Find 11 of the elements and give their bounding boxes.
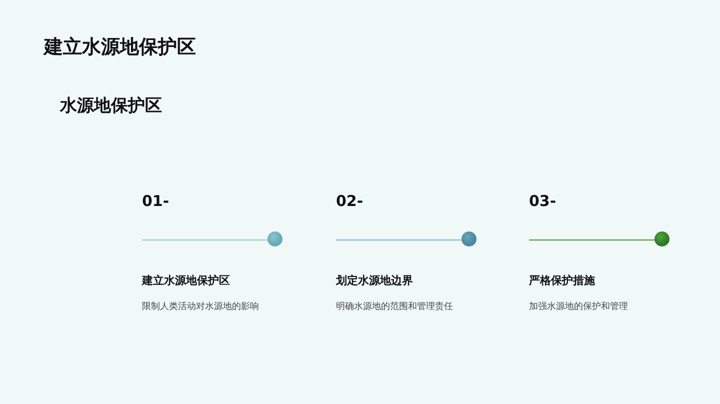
step-number: 02- [336, 192, 364, 210]
step-description: 加强水源地的保护和管理 [529, 300, 628, 313]
slide-title: 建立水源地保护区 [44, 35, 196, 60]
section-heading: 水源地保护区 [60, 95, 162, 117]
step-title: 严格保护措施 [529, 273, 595, 288]
step-number: 03- [529, 192, 556, 210]
step-number: 01- [142, 192, 170, 210]
step-description: 明确水源地的范围和管理责任 [336, 300, 453, 313]
step-title: 划定水源地边界 [336, 273, 413, 288]
step-title: 建立水源地保护区 [142, 273, 230, 288]
step-description: 限制人类活动对水源地的影响 [142, 300, 259, 313]
